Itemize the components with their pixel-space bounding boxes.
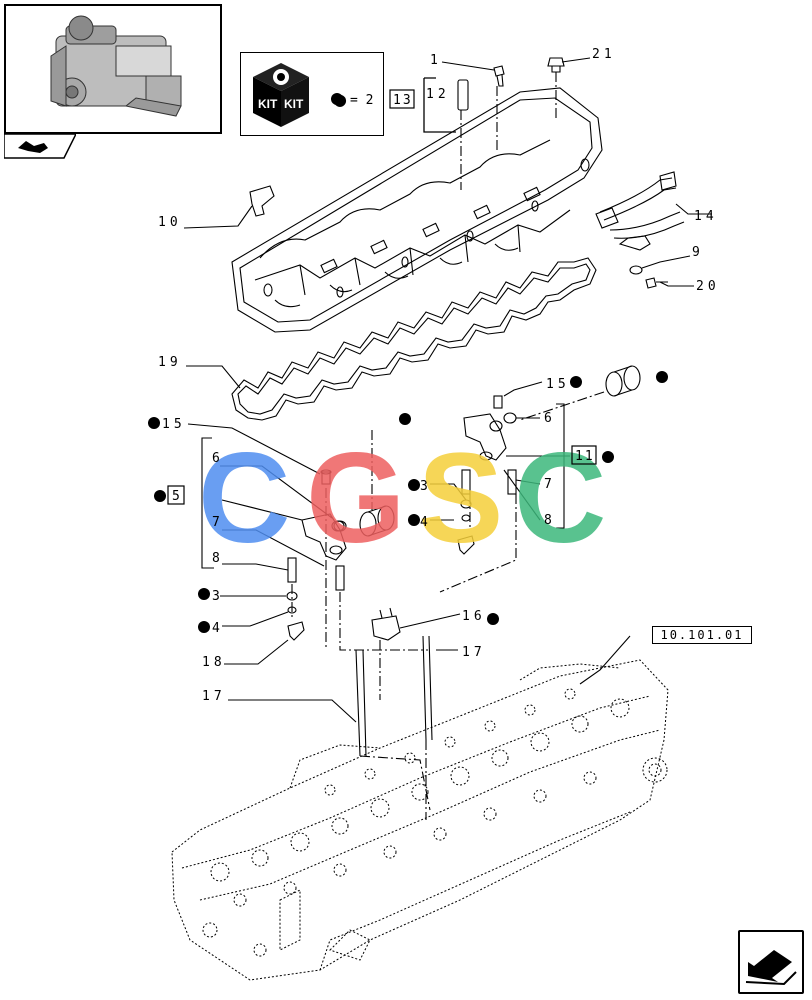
harness-14	[595, 171, 685, 251]
alignment-lines	[291, 72, 605, 820]
callout-18: 18	[202, 655, 226, 670]
callout-14: 14	[694, 209, 718, 224]
callout-15-right: 15	[546, 377, 570, 392]
callout-1: 1	[430, 53, 442, 68]
engine-icon	[18, 141, 48, 153]
stud-12	[457, 79, 469, 111]
watermark-letter-c1: C	[198, 427, 290, 570]
callout-10: 10	[158, 215, 182, 230]
callout-19: 19	[158, 355, 182, 370]
next-page-button[interactable]	[738, 930, 804, 994]
kit-quantity: = 2	[350, 93, 373, 108]
callout-12: 12	[426, 87, 450, 102]
callout-11: 11	[575, 449, 595, 464]
screw-20	[645, 277, 668, 289]
bullets	[148, 93, 668, 633]
callout-8-right: 8	[544, 513, 556, 528]
callout-4-left: 4	[212, 621, 224, 636]
rocker-arm-right	[463, 413, 507, 461]
callout-13: 13	[393, 93, 413, 108]
callout-8-left: 8	[212, 551, 224, 566]
kit-text-left: KIT	[258, 97, 278, 111]
callout-4-center: 4	[420, 515, 432, 530]
watermark: C G S C	[198, 427, 606, 570]
reference-link[interactable]: 10.101.01	[652, 626, 752, 644]
engine-thumbnail-drawing	[50, 15, 182, 117]
watermark-letter-g: G	[306, 427, 406, 570]
kit-text-right: KIT	[284, 97, 304, 111]
callouts: 1 21 13 12 10 14 9 20 19 15 15 6 11 6 7 …	[158, 47, 720, 704]
callout-6-left: 6	[212, 451, 224, 466]
callout-15-left: 15	[162, 417, 186, 432]
valve-cover	[231, 87, 603, 333]
cylinder-head	[171, 659, 669, 981]
arrow-icon	[745, 950, 797, 986]
callout-17-left: 17	[202, 689, 226, 704]
callout-6-right: 6	[544, 411, 556, 426]
bolt-1	[493, 65, 505, 87]
callout-3-center: 3	[420, 479, 432, 494]
clip-10	[249, 185, 275, 217]
engine-tab[interactable]	[3, 133, 78, 160]
watermark-letter-c2: C	[514, 427, 606, 570]
oring-9	[629, 265, 643, 275]
callout-16: 16	[462, 609, 486, 624]
nut-21	[547, 57, 565, 73]
callout-7-right: 7	[544, 477, 556, 492]
push-rod-left	[355, 649, 367, 757]
kit-box-icon: KIT KIT	[253, 63, 309, 127]
watermark-letter-s: S	[418, 427, 503, 570]
callout-box-13	[389, 89, 415, 109]
callout-7-left: 7	[212, 515, 224, 530]
small-parts	[286, 395, 517, 641]
sleeve-center	[359, 505, 395, 537]
callout-9: 9	[692, 245, 704, 260]
push-rod-right	[422, 635, 433, 741]
sleeve	[605, 365, 641, 397]
callout-box-5	[167, 485, 185, 505]
callout-5: 5	[172, 489, 180, 504]
leader-lines	[183, 57, 712, 723]
callout-3-left: 3	[212, 589, 224, 604]
callout-box-11	[571, 445, 597, 465]
callout-17-right: 17	[462, 645, 486, 660]
engine-thumbnail[interactable]	[4, 4, 222, 134]
callout-20: 20	[696, 279, 720, 294]
callout-21: 21	[592, 47, 616, 62]
kit-legend: KIT KIT ● = 2	[240, 52, 384, 136]
gasket	[231, 257, 597, 421]
